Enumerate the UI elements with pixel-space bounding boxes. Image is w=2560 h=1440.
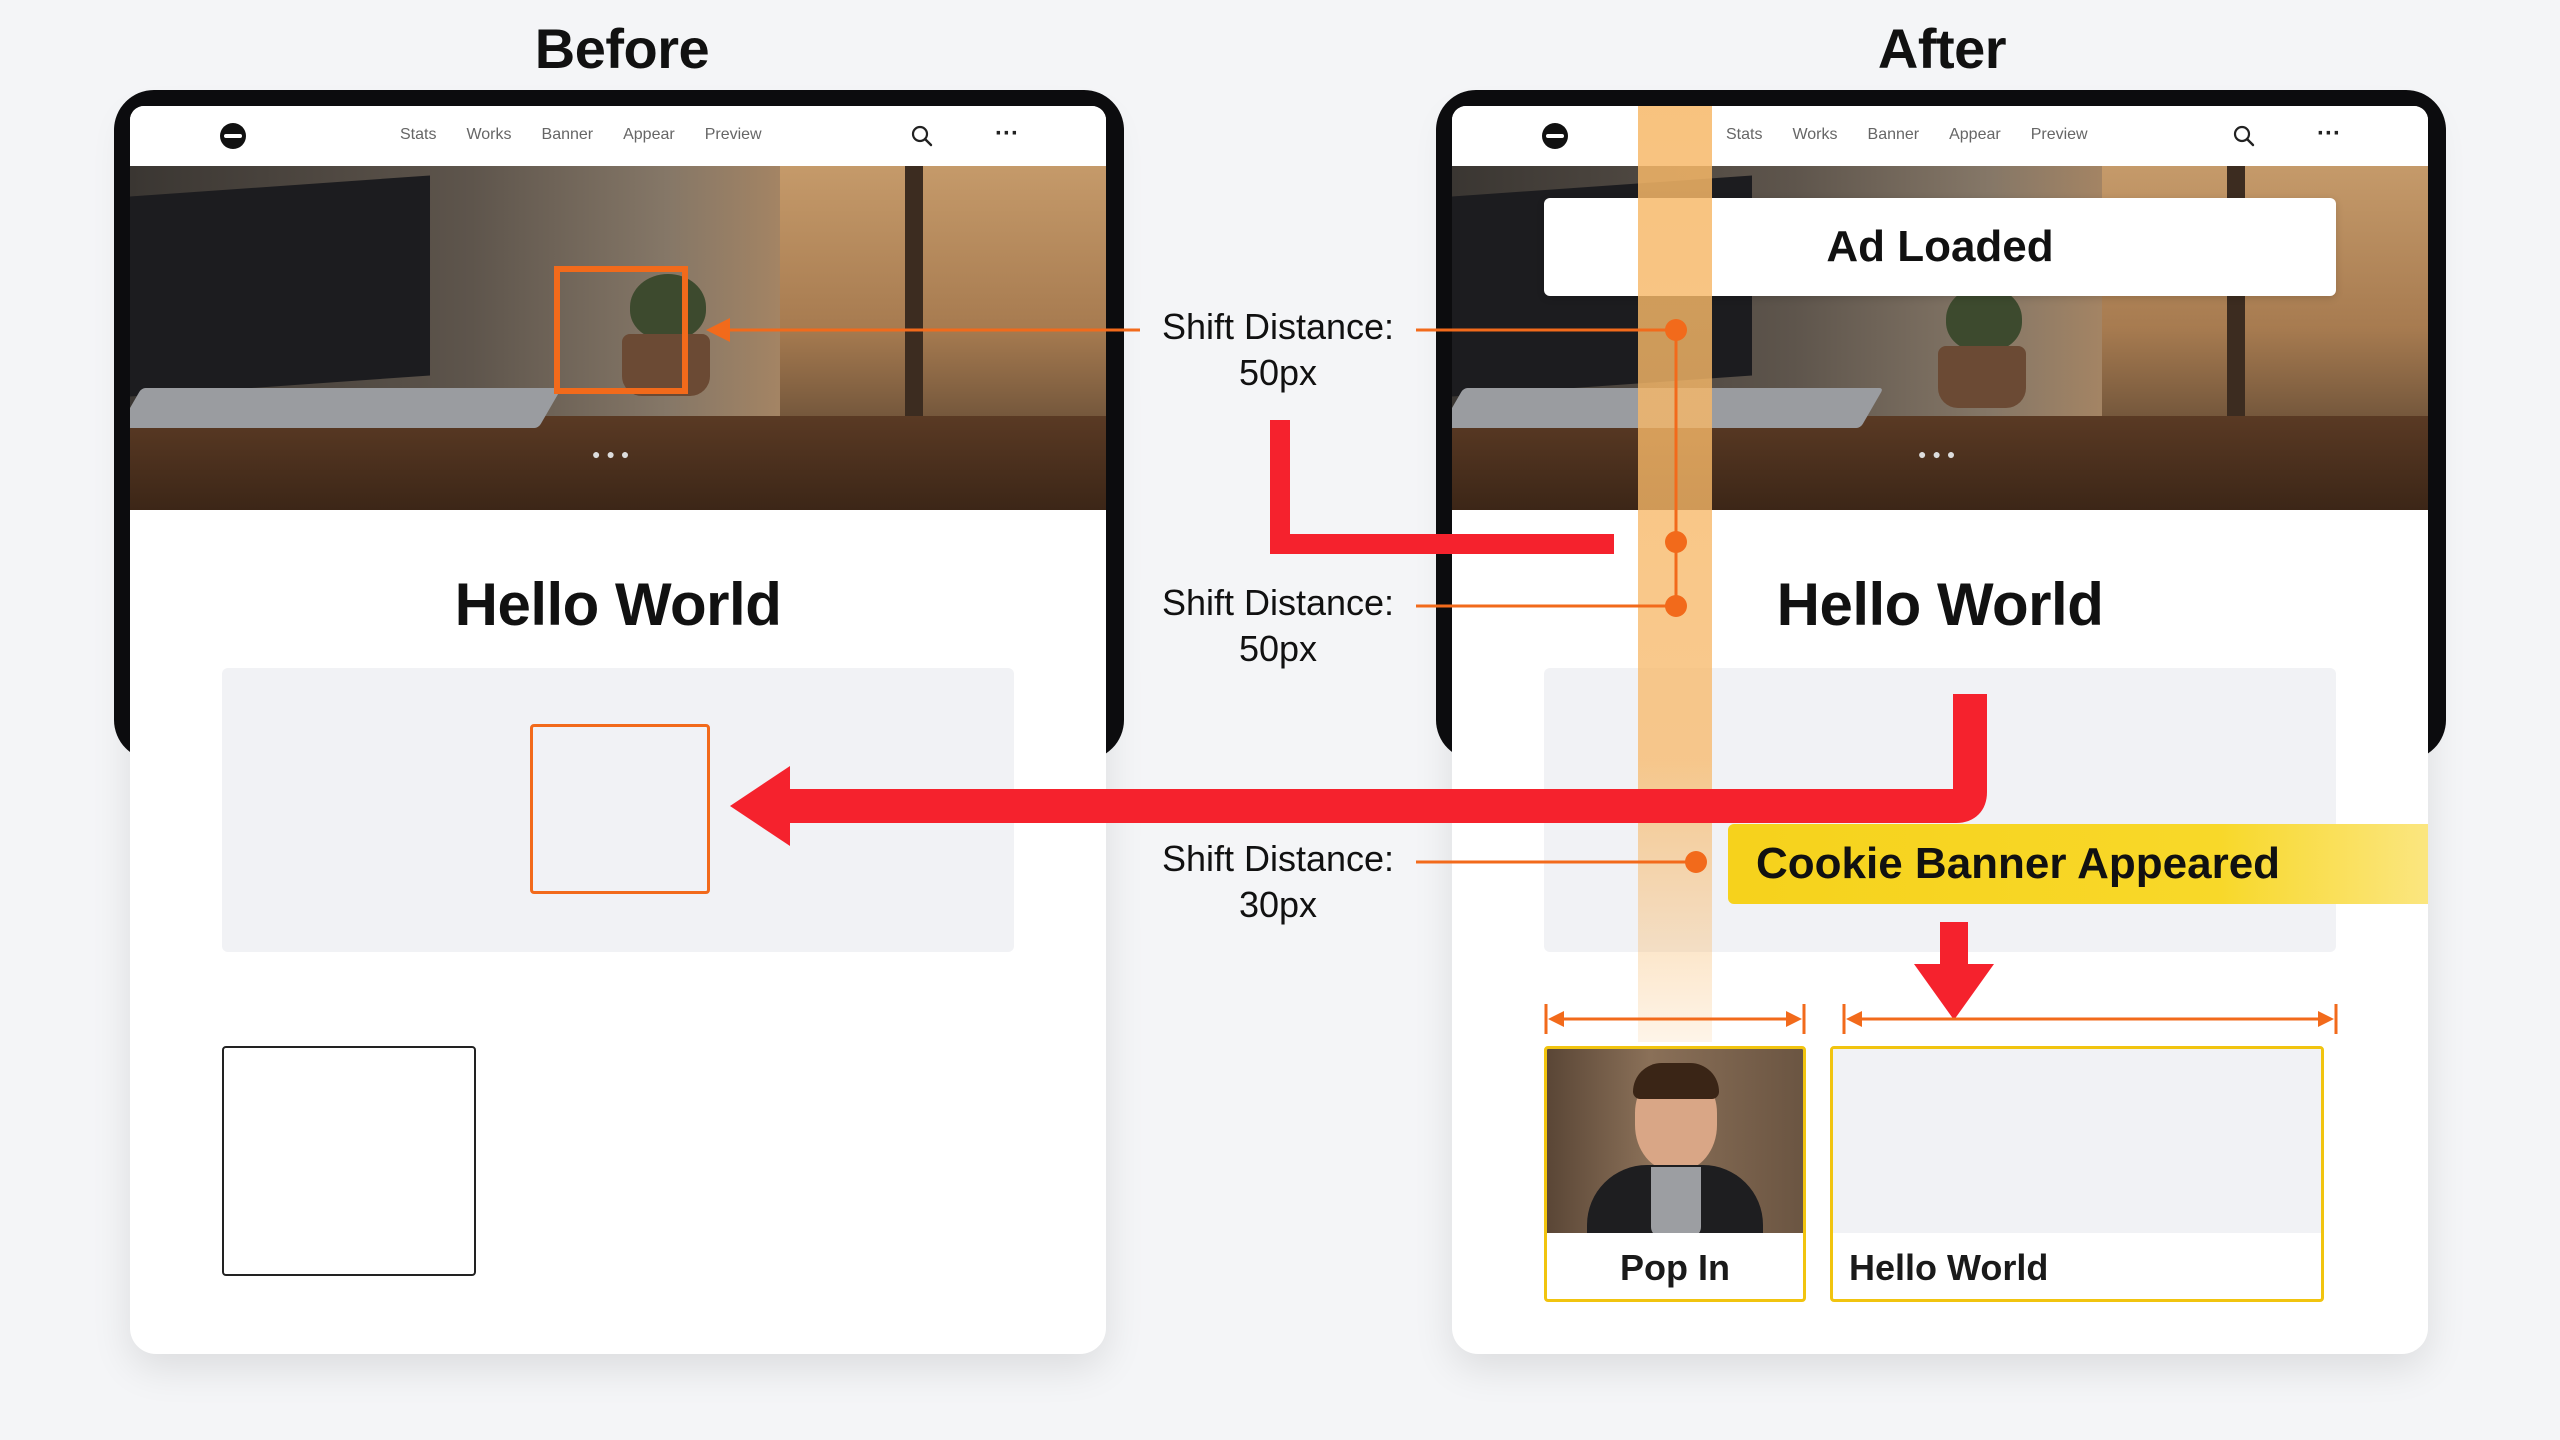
- red-down-arrowhead: [1914, 964, 1994, 1020]
- plant-highlight-box: [554, 266, 688, 394]
- carousel-dots[interactable]: ●●●: [1918, 446, 1962, 462]
- pop-in-card[interactable]: Pop In: [1544, 1046, 1806, 1302]
- nav-item-works[interactable]: Works: [1792, 126, 1838, 143]
- before-navbar: Stats Works Banner Appear Preview ···: [130, 106, 1106, 167]
- person-hair: [1633, 1063, 1719, 1099]
- hello-world-card[interactable]: Hello World: [1830, 1046, 2324, 1302]
- logo-icon[interactable]: [220, 123, 246, 149]
- search-icon[interactable]: [910, 124, 934, 148]
- red-shift-arrow: [780, 694, 1987, 823]
- hero-desk: [1452, 416, 2428, 510]
- person-shirt: [1651, 1167, 1701, 1233]
- callout-arrowhead-plant: [706, 318, 730, 342]
- before-page-title: Hello World: [454, 571, 782, 638]
- shift-label-1-value: 50px: [1238, 352, 1318, 393]
- dimension-line-popin: [1544, 1004, 1806, 1034]
- connector-dot-mid: [1665, 531, 1687, 553]
- cookie-banner[interactable]: Cookie Banner Appeared: [1728, 824, 2428, 904]
- hero-desk: [130, 416, 1106, 510]
- before-screen: Stats Works Banner Appear Preview ··· ●●…: [130, 106, 1106, 1354]
- red-l-shape: [1270, 420, 1614, 554]
- nav-item-stats[interactable]: Stats: [1726, 126, 1763, 143]
- shift-label-3-title: Shift Distance:: [1161, 838, 1395, 879]
- more-icon[interactable]: ···: [995, 120, 1019, 147]
- logo-icon[interactable]: [1542, 123, 1568, 149]
- shift-label-2-title: Shift Distance:: [1161, 582, 1395, 623]
- hello-world-card-image: [1833, 1049, 2321, 1233]
- red-down-arrow-shaft: [1940, 922, 1968, 970]
- connector-dot-2: [1665, 595, 1687, 617]
- shift-label-3: Shift Distance: 30px: [1140, 836, 1416, 928]
- after-screen: Stats Works Banner Appear Preview ··· ●●…: [1452, 106, 2428, 1354]
- before-heading: Before: [534, 17, 710, 80]
- before-target-box: [530, 724, 710, 894]
- after-nav-items: Stats Works Banner Appear Preview: [1726, 126, 2088, 144]
- shift-label-2-value: 50px: [1238, 628, 1318, 669]
- red-shift-arrowhead: [730, 766, 790, 846]
- plant-pot: [622, 334, 710, 396]
- after-heading: After: [1877, 17, 2007, 80]
- hero-window: [780, 166, 1106, 436]
- shift-label-2: Shift Distance: 50px: [1140, 580, 1416, 672]
- before-placeholder-box: [222, 1046, 476, 1276]
- before-nav-items: Stats Works Banner Appear Preview: [400, 126, 762, 144]
- shift-label-3-value: 30px: [1238, 884, 1318, 925]
- before-hero-image: ●●●: [130, 166, 1106, 510]
- nav-item-banner[interactable]: Banner: [1867, 126, 1920, 143]
- hero-window-frame: [905, 166, 923, 446]
- search-icon[interactable]: [2232, 124, 2256, 148]
- connector-dot-3: [1685, 851, 1707, 873]
- nav-item-works[interactable]: Works: [466, 126, 512, 143]
- nav-item-banner[interactable]: Banner: [541, 126, 594, 143]
- after-page-title: Hello World: [1776, 571, 2104, 638]
- nav-item-stats[interactable]: Stats: [400, 126, 437, 143]
- hello-world-card-title: Hello World: [1849, 1247, 2049, 1288]
- more-icon[interactable]: ···: [2317, 120, 2341, 147]
- plant-pot: [1938, 346, 2026, 408]
- nav-item-appear[interactable]: Appear: [623, 126, 675, 143]
- plant-leaves: [630, 274, 706, 340]
- nav-item-preview[interactable]: Preview: [704, 126, 762, 143]
- carousel-dots[interactable]: ●●●: [592, 446, 636, 462]
- pop-in-photo: [1547, 1049, 1803, 1233]
- nav-item-preview[interactable]: Preview: [2030, 126, 2088, 143]
- shift-label-1-title: Shift Distance:: [1161, 306, 1395, 347]
- dimension-line-card: [1842, 1004, 2338, 1034]
- plant-leaves: [1946, 286, 2022, 352]
- shift-label-1: Shift Distance: 50px: [1140, 304, 1416, 396]
- pop-in-label: Pop In: [1620, 1247, 1730, 1288]
- after-navbar: Stats Works Banner Appear Preview ···: [1452, 106, 2428, 167]
- nav-item-appear[interactable]: Appear: [1949, 126, 2001, 143]
